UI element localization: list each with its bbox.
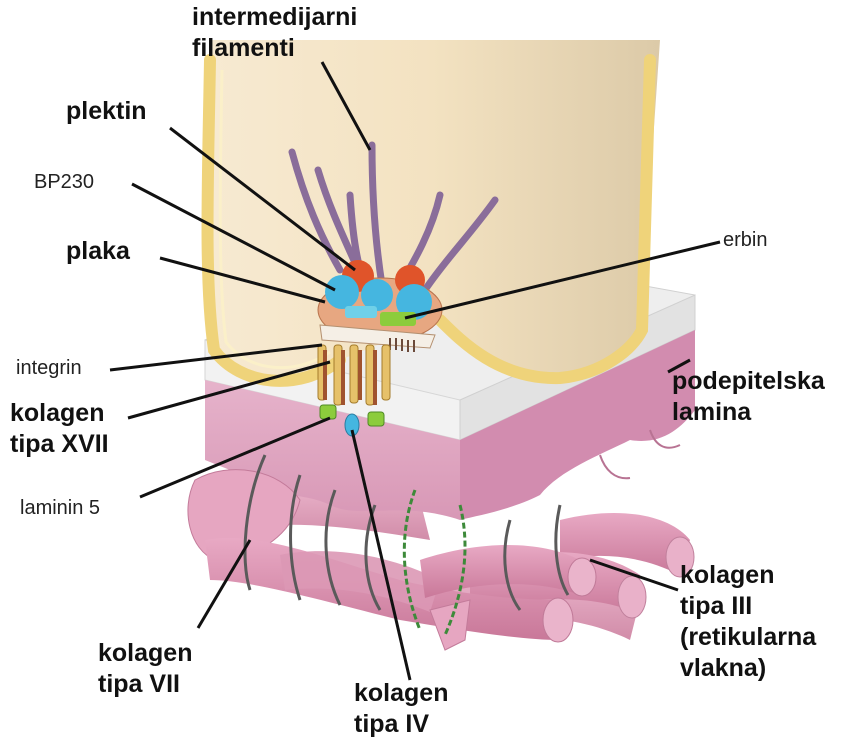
label-integrin: integrin — [16, 357, 82, 379]
label-basal-lamina-line2: lamina — [672, 398, 752, 426]
hemidesmosome-plaque — [317, 260, 443, 352]
label-collagen-iii: kolagen tipa III (retikularna vlakna) — [680, 560, 816, 684]
label-collagen-iv-line1: kolagen — [354, 679, 449, 707]
label-bp230: BP230 — [34, 171, 95, 193]
label-collagen-vii-line2: tipa VII — [98, 670, 180, 698]
label-basal-lamina-line1: podepitelska — [672, 367, 825, 395]
label-collagen-xvii-line1: kolagen — [10, 399, 105, 427]
label-intermediate-filaments-line2: filamenti — [192, 34, 295, 62]
label-intermediate-filaments: intermedijarni filamenti — [192, 2, 357, 64]
label-collagen-vii: kolagen tipa VII — [98, 638, 192, 700]
label-collagen-iv: kolagen tipa IV — [354, 678, 448, 740]
reticular-fibers — [402, 489, 467, 636]
label-laminin5: laminin 5 — [20, 497, 101, 519]
anchoring-fibril-loops — [243, 454, 570, 611]
label-plectin: plektin — [66, 97, 147, 125]
integrin-complexes — [317, 344, 391, 437]
label-plaque: plaka — [66, 237, 130, 265]
label-collagen-vii-line1: kolagen — [98, 639, 193, 667]
label-collagen-iii-line3: (retikularna — [680, 623, 817, 651]
label-basal-lamina: podepitelska lamina — [672, 366, 825, 428]
label-collagen-iv-line2: tipa IV — [354, 710, 430, 738]
label-collagen-iii-line1: kolagen — [680, 561, 775, 589]
intermediate-filaments — [288, 141, 499, 294]
leader-lines — [109, 61, 721, 681]
label-collagen-xvii: kolagen tipa XVII — [10, 398, 109, 460]
label-collagen-xvii-line2: tipa XVII — [10, 430, 109, 458]
label-erbin: erbin — [723, 229, 768, 251]
collagen-fibrils-front — [187, 469, 597, 651]
label-intermediate-filaments-line1: intermedijarni — [192, 3, 358, 31]
label-collagen-iii-line2: tipa III — [680, 592, 753, 620]
label-collagen-iii-line4: vlakna) — [680, 654, 767, 682]
